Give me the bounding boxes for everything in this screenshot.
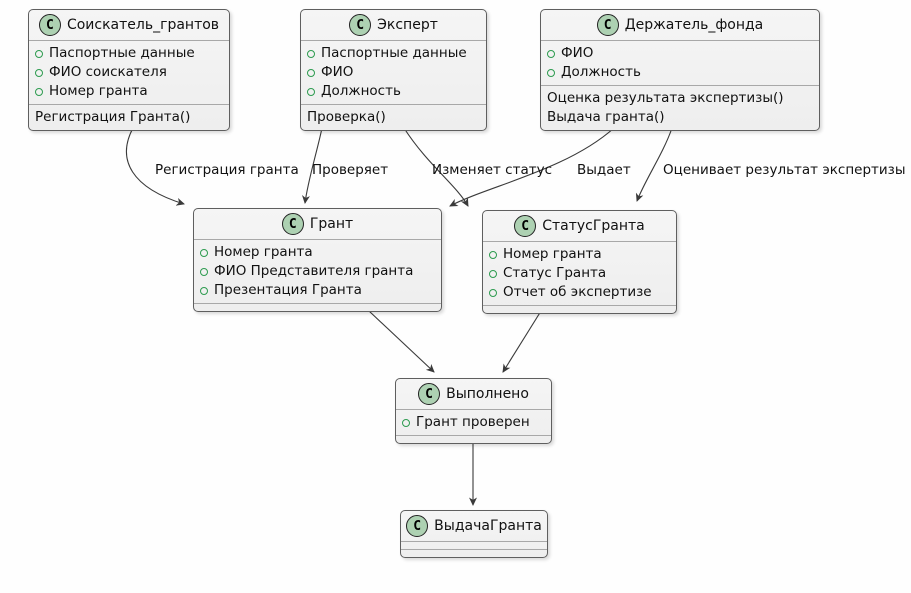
attribute-label: Должность	[561, 64, 641, 80]
field-bullet-icon	[35, 68, 43, 77]
attribute-row: Паспортные данные	[307, 44, 480, 63]
attribute-row: ФИО	[547, 44, 813, 63]
attribute-row: Отчет об экспертизе	[489, 283, 670, 302]
attribute-label: Отчет об экспертизе	[503, 284, 652, 300]
methods-compartment: Регистрация Гранта()	[29, 104, 229, 130]
attributes-compartment-empty	[401, 541, 547, 549]
class-c-icon: C	[418, 383, 441, 405]
class-box-fund-holder: C Держатель_фонда ФИО Должность Оценка р…	[540, 9, 820, 131]
attribute-label: ФИО	[321, 64, 354, 80]
attribute-row: Номер гранта	[489, 245, 670, 264]
attribute-label: Номер гранта	[503, 246, 602, 262]
class-title: C Держатель_фонда	[541, 10, 819, 40]
class-box-grant-issue: C ВыдачаГранта	[400, 510, 548, 558]
field-bullet-icon	[200, 248, 208, 257]
attribute-label: Статус Гранта	[503, 265, 607, 281]
attributes-compartment: ФИО Должность	[541, 40, 819, 85]
attribute-row: Грант проверен	[402, 413, 545, 432]
attributes-compartment: Паспортные данные ФИО соискателя Номер г…	[29, 40, 229, 104]
field-bullet-icon	[307, 49, 315, 58]
edge-label-changes-status: Изменяет статус	[432, 162, 553, 178]
class-name: СтатусГранта	[542, 218, 645, 234]
edge-label-registration: Регистрация гранта	[155, 162, 299, 178]
methods-compartment: Проверка()	[301, 104, 486, 130]
field-bullet-icon	[307, 68, 315, 77]
attribute-label: ФИО соискателя	[49, 64, 167, 80]
field-bullet-icon	[200, 267, 208, 276]
attribute-label: Должность	[321, 83, 401, 99]
attribute-label: Паспортные данные	[49, 45, 195, 61]
field-bullet-icon	[307, 87, 315, 96]
class-name: Держатель_фонда	[624, 17, 764, 33]
class-title: C Эксперт	[301, 10, 486, 40]
class-title: C Выполнено	[396, 379, 551, 409]
field-bullet-icon	[489, 269, 497, 278]
class-c-icon: C	[281, 213, 304, 235]
class-title: C Грант	[194, 209, 441, 239]
field-bullet-icon	[547, 68, 555, 77]
attribute-label: Паспортные данные	[321, 45, 467, 61]
attribute-row: Презентация Гранта	[200, 281, 435, 300]
methods-compartment: Оценка результата экспертизы() Выдача гр…	[541, 85, 819, 130]
attribute-label: Презентация Гранта	[214, 282, 362, 298]
attribute-label: Номер гранта	[214, 244, 313, 260]
class-c-icon: C	[38, 14, 61, 36]
method-label: Выдача гранта()	[547, 109, 665, 125]
field-bullet-icon	[402, 418, 410, 427]
class-name: Выполнено	[446, 386, 529, 402]
methods-compartment-empty	[483, 305, 676, 313]
class-box-done: C Выполнено Грант проверен	[395, 378, 552, 444]
methods-compartment-empty	[396, 435, 551, 443]
attribute-row: Должность	[307, 82, 480, 101]
class-name: ВыдачаГранта	[434, 518, 542, 534]
attribute-label: ФИО	[561, 45, 594, 61]
attribute-label: ФИО Представителя гранта	[214, 263, 414, 279]
method-label: Оценка результата экспертизы()	[547, 90, 784, 106]
field-bullet-icon	[35, 49, 43, 58]
attribute-row: ФИО Представителя гранта	[200, 262, 435, 281]
class-title: C ВыдачаГранта	[401, 511, 547, 541]
attribute-row: Статус Гранта	[489, 264, 670, 283]
attribute-row: Номер гранта	[200, 243, 435, 262]
class-box-grant: C Грант Номер гранта ФИО Представителя г…	[193, 208, 442, 312]
edge-status-done-arrow	[502, 310, 542, 373]
edge-label-issues: Выдает	[577, 162, 631, 178]
class-box-grant-status: C СтатусГранта Номер гранта Статус Грант…	[482, 210, 677, 314]
class-c-icon: C	[349, 14, 372, 36]
methods-compartment-empty	[194, 303, 441, 311]
field-bullet-icon	[489, 250, 497, 259]
class-title: C СтатусГранта	[483, 211, 676, 241]
attribute-row: ФИО	[307, 63, 480, 82]
field-bullet-icon	[547, 49, 555, 58]
class-title: C Соискатель_грантов	[29, 10, 229, 40]
class-c-icon: C	[406, 515, 429, 537]
class-box-applicant: C Соискатель_грантов Паспортные данные Ф…	[28, 9, 230, 131]
attribute-label: Грант проверен	[416, 414, 530, 430]
attributes-compartment: Номер гранта ФИО Представителя гранта Пр…	[194, 239, 441, 303]
class-name: Грант	[309, 216, 354, 232]
methods-compartment-empty	[401, 549, 547, 557]
field-bullet-icon	[35, 87, 43, 96]
attribute-row: Должность	[547, 63, 813, 82]
attributes-compartment: Номер гранта Статус Гранта Отчет об эксп…	[483, 241, 676, 305]
attributes-compartment: Грант проверен	[396, 409, 551, 435]
class-box-expert: C Эксперт Паспортные данные ФИО Должност…	[300, 9, 487, 131]
field-bullet-icon	[200, 286, 208, 295]
method-label: Проверка()	[307, 109, 386, 125]
attribute-label: Номер гранта	[49, 83, 148, 99]
class-name: Эксперт	[377, 17, 438, 33]
attributes-compartment: Паспортные данные ФИО Должность	[301, 40, 486, 104]
attribute-row: Номер гранта	[35, 82, 223, 101]
class-c-icon: C	[596, 14, 619, 36]
edge-label-checks: Проверяет	[312, 162, 389, 178]
class-name: Соискатель_грантов	[66, 17, 220, 33]
class-c-icon: C	[514, 215, 537, 237]
edge-label-evaluates: Оценивает результат экспертизы	[663, 162, 906, 178]
edge-grant-done-arrow	[368, 310, 435, 373]
attribute-row: Паспортные данные	[35, 44, 223, 63]
field-bullet-icon	[489, 288, 497, 297]
attribute-row: ФИО соискателя	[35, 63, 223, 82]
method-label: Регистрация Гранта()	[35, 109, 191, 125]
